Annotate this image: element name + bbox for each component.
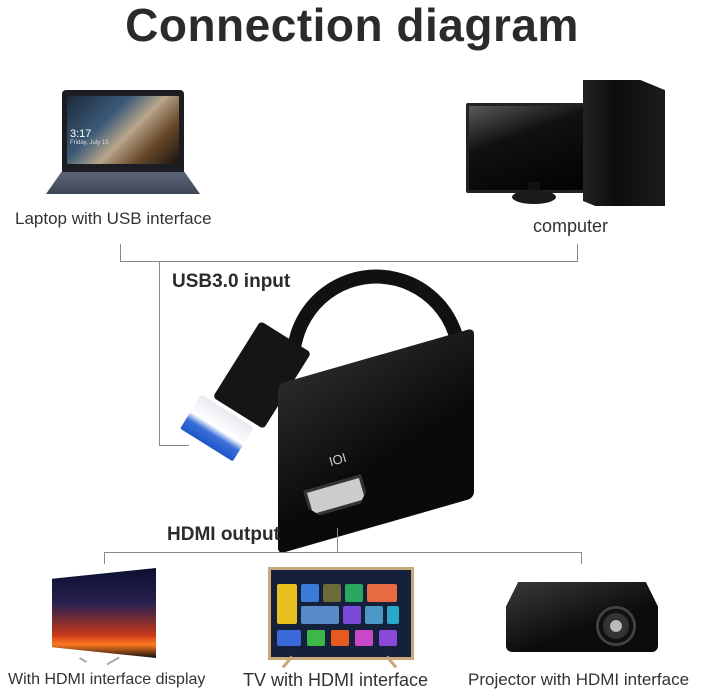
connector-usb-vertical: [159, 261, 160, 446]
connector-projector-drop: [581, 552, 582, 564]
display-stand-right: [106, 656, 120, 666]
projector-icon: [506, 582, 658, 652]
laptop-label: Laptop with USB interface: [15, 209, 212, 228]
laptop-date: Friday, July 15: [70, 140, 109, 146]
connector-display-drop: [104, 552, 105, 564]
connector-usb-end: [159, 445, 189, 446]
connector-bottom-horizontal: [104, 552, 582, 553]
connector-laptop-drop: [120, 244, 121, 261]
connector-hdmi-vertical: [337, 528, 338, 553]
pc-tower-icon: [583, 80, 665, 206]
output-label-projector: Projector with HDMI interface: [468, 670, 690, 689]
usb-input-label: USB3.0 input: [172, 271, 291, 292]
laptop-clock: 3:17: [70, 128, 92, 140]
hdmi-output-label: HDMI output: [167, 524, 280, 545]
monitor-stand: [512, 190, 556, 204]
connector-top-horizontal: [120, 261, 578, 262]
curved-display-icon: [52, 568, 156, 658]
computer-label: computer: [533, 216, 609, 236]
projector-lens: [596, 606, 636, 646]
laptop-keyboard-base: [46, 172, 200, 194]
laptop-display: [67, 96, 179, 164]
display-stand-left: [79, 657, 87, 663]
output-label-display: With HDMI interface display: [8, 671, 206, 688]
tv-icon: [268, 567, 414, 660]
output-label-tv: TV with HDMI interface: [243, 670, 429, 690]
connector-computer-drop: [577, 244, 578, 262]
page-title: Connection diagram: [125, 0, 579, 51]
